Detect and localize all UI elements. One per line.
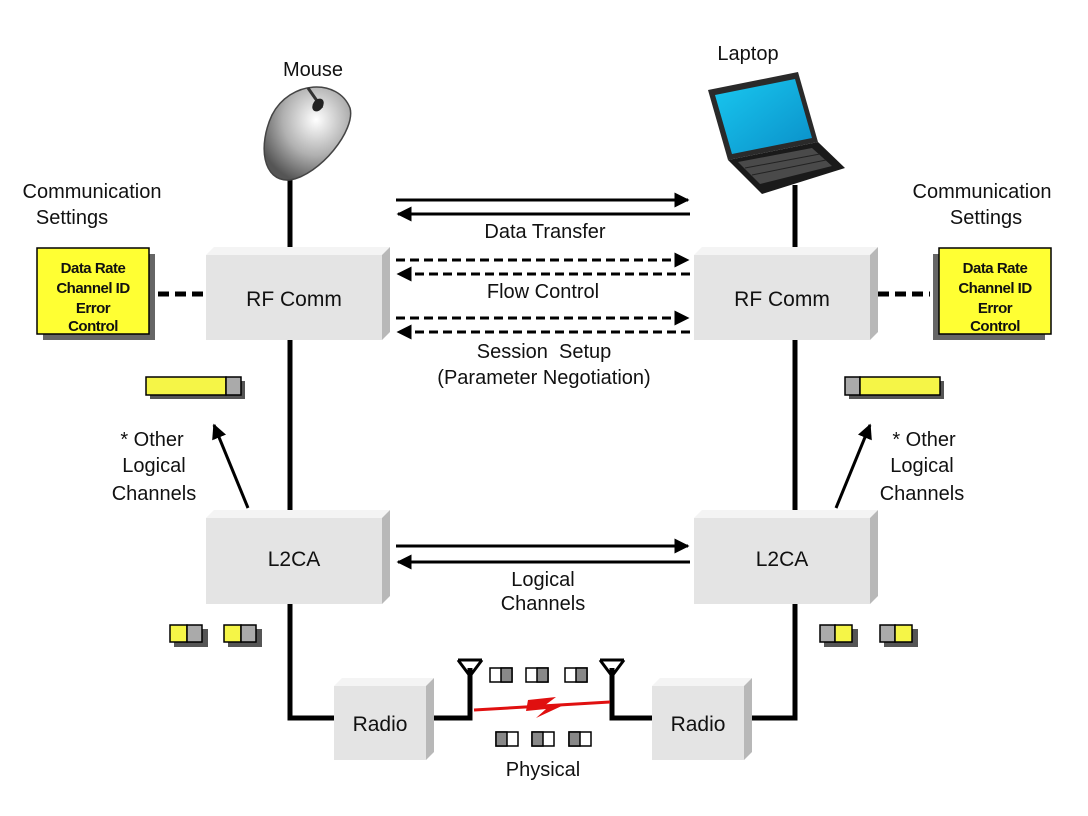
left-other-channels-line2: Logical (122, 455, 185, 477)
session-setup-arrows (396, 310, 690, 340)
packet-icon (495, 731, 519, 747)
right-settings-item-channel-id: Channel ID (958, 280, 1032, 297)
flow-control-label: Flow Control (487, 281, 599, 303)
packet-icon (568, 731, 592, 747)
packet-icon (531, 731, 555, 747)
laptop-label: Laptop (717, 43, 778, 65)
left-antenna-mast (432, 668, 473, 721)
left-other-channels-arrow (212, 423, 250, 509)
left-rfcomm-label: RF Comm (246, 288, 342, 311)
left-settings-item-control: Control (68, 318, 118, 335)
left-radio-label: Radio (353, 713, 408, 736)
physical-label: Physical (506, 759, 580, 781)
session-setup-label: Session Setup (477, 341, 612, 363)
radio-link-lightning-icon (473, 697, 611, 718)
right-rfcomm-box: RF Comm (694, 247, 878, 340)
right-settings-box: Data Rate Channel ID Error Control (933, 247, 1052, 340)
packet-icon (564, 667, 588, 683)
mouse-label: Mouse (283, 59, 343, 81)
logical-channels-label-line1: Logical (511, 569, 574, 591)
parameter-negotiation-label: (Parameter Negotiation) (437, 367, 650, 389)
right-other-channels-line1: * Other (892, 429, 956, 451)
left-l2ca-box: L2CA (206, 510, 390, 604)
data-transfer-label: Data Transfer (484, 221, 606, 243)
left-rfcomm-box: RF Comm (206, 247, 390, 340)
left-other-channel-bar (145, 376, 245, 399)
physical-packets-bottom (495, 731, 592, 747)
flow-control-arrows (396, 252, 690, 282)
left-l2ca-packets (169, 624, 262, 647)
right-settings-item-error: Error (978, 300, 1013, 317)
right-other-channels-arrow (834, 423, 872, 509)
right-radio-label: Radio (671, 713, 726, 736)
left-antenna-icon (456, 658, 484, 679)
left-radio-box: Radio (334, 678, 434, 760)
left-settings-item-data-rate: Data Rate (61, 260, 126, 277)
right-l2ca-to-radio-line (752, 602, 798, 721)
logical-channels-label-line2: Channels (501, 593, 586, 615)
right-l2ca-packets (819, 624, 918, 647)
right-radio-box: Radio (652, 678, 752, 760)
right-settings-item-data-rate: Data Rate (963, 260, 1028, 277)
right-settings-title-line2: Settings (950, 207, 1022, 229)
packet-icon (525, 667, 549, 683)
right-l2ca-box: L2CA (694, 510, 878, 604)
packet-icon (819, 624, 858, 647)
right-antenna-mast (609, 668, 652, 721)
right-settings-title-line1: Communication (913, 181, 1052, 203)
left-settings-box: Data Rate Channel ID Error Control (36, 247, 155, 340)
left-settings-title-line2: Settings (36, 207, 108, 229)
left-other-channels-line3: Channels (112, 483, 197, 505)
right-other-channels-line2: Logical (890, 455, 953, 477)
stack-wiring (287, 175, 798, 721)
right-other-channels-line3: Channels (880, 483, 965, 505)
mouse-icon (263, 86, 352, 181)
right-settings-item-control: Control (970, 318, 1020, 335)
physical-packets-top (489, 667, 588, 683)
right-l2ca-label: L2CA (756, 548, 809, 571)
right-antenna-icon (598, 658, 626, 679)
logical-channels-arrows (396, 538, 690, 570)
left-l2ca-label: L2CA (268, 548, 321, 571)
right-rfcomm-label: RF Comm (734, 288, 830, 311)
packet-icon (879, 624, 918, 647)
left-settings-item-error: Error (76, 300, 111, 317)
packet-icon (489, 667, 513, 683)
right-other-channel-bar (844, 376, 944, 399)
left-settings-item-channel-id: Channel ID (56, 280, 130, 297)
left-l2ca-to-radio-line (287, 602, 336, 721)
left-settings-title-line1: Communication (23, 181, 162, 203)
packet-icon (169, 624, 208, 647)
left-other-channels-line1: * Other (120, 429, 184, 451)
packet-icon (223, 624, 262, 647)
data-transfer-arrows (396, 192, 690, 222)
laptop-icon (708, 72, 845, 194)
